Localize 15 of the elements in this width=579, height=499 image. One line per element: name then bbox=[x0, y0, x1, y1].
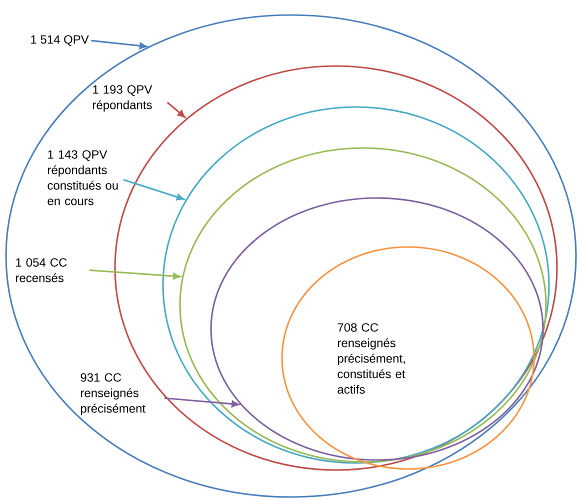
arrow bbox=[166, 102, 186, 118]
arrow bbox=[164, 397, 240, 408]
text-label: 931 CC renseignés précisément bbox=[80, 373, 146, 416]
ellipse bbox=[162, 106, 550, 464]
text-label: 708 CC renseignés précisément, constitués et actifs bbox=[338, 323, 406, 394]
ellipse bbox=[210, 197, 544, 461]
arrow bbox=[91, 40, 148, 50]
arrow bbox=[123, 178, 184, 200]
arrow bbox=[89, 269, 181, 280]
text-label: 1 514 QPV bbox=[31, 35, 89, 46]
text-label: 1 143 QPV répondants constitués ou en cours bbox=[48, 150, 118, 206]
ellipse bbox=[5, 14, 577, 498]
text-label: 1 193 QPV répondants bbox=[93, 85, 152, 112]
text-label: 1 054 CC recensés bbox=[16, 258, 67, 282]
ellipse bbox=[179, 147, 547, 463]
